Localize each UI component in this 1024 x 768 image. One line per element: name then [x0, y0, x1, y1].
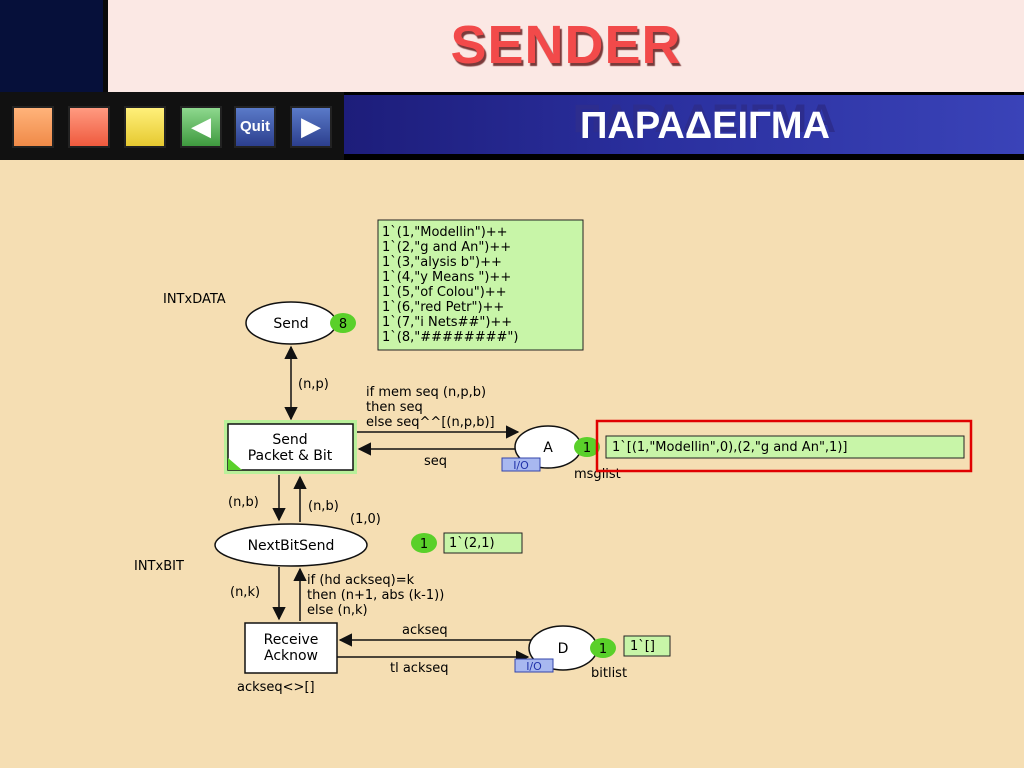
- subtitle-shadow: ΠΑΡΑΔΕΙΓΜΑ: [572, 97, 836, 141]
- marking-text: 1`[]: [630, 639, 655, 654]
- place-label: A: [543, 440, 553, 456]
- navigation-bar: ◀ Quit ▶: [0, 92, 344, 160]
- place-label: D: [558, 641, 569, 657]
- marking-text: 1`[(1,"Modellin",0),(2,"g and An",1)]: [612, 440, 847, 455]
- subtitle-banner: ΠΑΡΑΔΕΙΓΜΑ ΠΑΡΑΔΕΙΓΜΑ: [344, 92, 1024, 160]
- token-count-badge: [330, 313, 356, 333]
- place-send[interactable]: INTxDATA Send 8: [163, 292, 356, 345]
- next-button[interactable]: ▶: [290, 106, 332, 148]
- place-type-label: INTxBIT: [134, 559, 184, 574]
- arc-label: (n,k): [230, 585, 260, 600]
- place-type-label: bitlist: [591, 666, 627, 681]
- marking-box: [443, 532, 523, 554]
- arrow-right-icon: ▶: [301, 112, 321, 142]
- previous-button[interactable]: ◀: [180, 106, 222, 148]
- token-count-badge: [411, 533, 437, 553]
- arc-label: if mem seq (n,p,b): [366, 385, 486, 400]
- arc-label: (n,b): [308, 499, 339, 514]
- marking-line: 1`(5,"of Colou")++: [382, 285, 507, 300]
- quit-button[interactable]: Quit: [234, 106, 276, 148]
- marking-line: 1`(6,"red Petr")++: [382, 300, 504, 315]
- arc-label: then seq: [366, 400, 423, 415]
- arc-label: else (n,k): [307, 603, 368, 618]
- transition-label: Send: [272, 432, 307, 448]
- guard-label: ackseq<>[]: [237, 680, 315, 695]
- title-bar: SENDER: [108, 0, 1024, 92]
- logo-block: [0, 0, 108, 92]
- transition-label: Acknow: [264, 648, 318, 664]
- transition-send-packet[interactable]: Send Packet & Bit: [224, 420, 357, 474]
- nav-button-yellow[interactable]: [124, 106, 166, 148]
- place-label: NextBitSend: [248, 538, 335, 554]
- marking-line: 1`(8,"########"): [382, 330, 518, 345]
- a-marking-box: 1`[(1,"Modellin",0),(2,"g and An",1)]: [605, 435, 965, 459]
- token-count: 1: [599, 642, 607, 657]
- place-d[interactable]: D I/O bitlist 1 1`[]: [514, 625, 671, 681]
- arc-label: tl ackseq: [390, 661, 449, 676]
- io-tag: [514, 658, 554, 673]
- marking-line: 1`(7,"i Nets##")++: [382, 315, 512, 330]
- marking-box: [623, 635, 671, 657]
- arc-label: (n,b): [228, 495, 259, 510]
- nav-button-orange[interactable]: [12, 106, 54, 148]
- arc-label: if (hd ackseq)=k: [307, 573, 415, 588]
- transition-label: Receive: [264, 632, 319, 648]
- transition-label: Packet & Bit: [248, 448, 333, 464]
- marking-line: 1`(3,"alysis b")++: [382, 255, 502, 270]
- io-tag: [501, 457, 541, 472]
- token-count-badge: [574, 437, 600, 457]
- highlight-box: [595, 419, 973, 473]
- token-count: 8: [339, 317, 347, 332]
- token-count: 1: [583, 441, 591, 456]
- arc-label: then (n+1, abs (k-1)): [307, 588, 444, 603]
- nav-button-red[interactable]: [68, 106, 110, 148]
- place-a[interactable]: A I/O msglist 1: [501, 425, 621, 482]
- petri-net-diagram: 1`(1,"Modellin")++ 1`(2,"g and An")++ 1`…: [134, 219, 973, 695]
- marking-line: 1`(1,"Modellin")++: [382, 225, 508, 240]
- place-label: Send: [273, 316, 308, 332]
- io-tag-label: I/O: [513, 459, 529, 472]
- transition-receive-acknow[interactable]: Receive Acknow ackseq<>[]: [237, 622, 338, 695]
- arc-label: else seq^^[(n,p,b)]: [366, 415, 495, 430]
- page-title: SENDER: [450, 15, 682, 75]
- arc-label: ackseq: [402, 623, 448, 638]
- place-type-label: INTxDATA: [163, 292, 226, 307]
- arc-label: (n,p): [298, 377, 329, 392]
- send-marking-box: 1`(1,"Modellin")++ 1`(2,"g and An")++ 1`…: [377, 219, 584, 351]
- initial-marking-label: (1,0): [350, 512, 381, 527]
- arc-label: seq: [424, 454, 447, 469]
- arrow-left-icon: ◀: [191, 112, 211, 142]
- marking-line: 1`(4,"y Means ")++: [382, 270, 511, 285]
- marking-line: 1`(2,"g and An")++: [382, 240, 511, 255]
- subtitle: ΠΑΡΑΔΕΙΓΜΑ: [579, 105, 830, 147]
- token-count-badge: [590, 638, 616, 658]
- token-count: 1: [420, 537, 428, 552]
- io-tag-label: I/O: [526, 660, 542, 673]
- marking-text: 1`(2,1): [449, 536, 495, 551]
- place-nextbitsend[interactable]: NextBitSend INTxBIT 1 1`(2,1): [134, 523, 523, 574]
